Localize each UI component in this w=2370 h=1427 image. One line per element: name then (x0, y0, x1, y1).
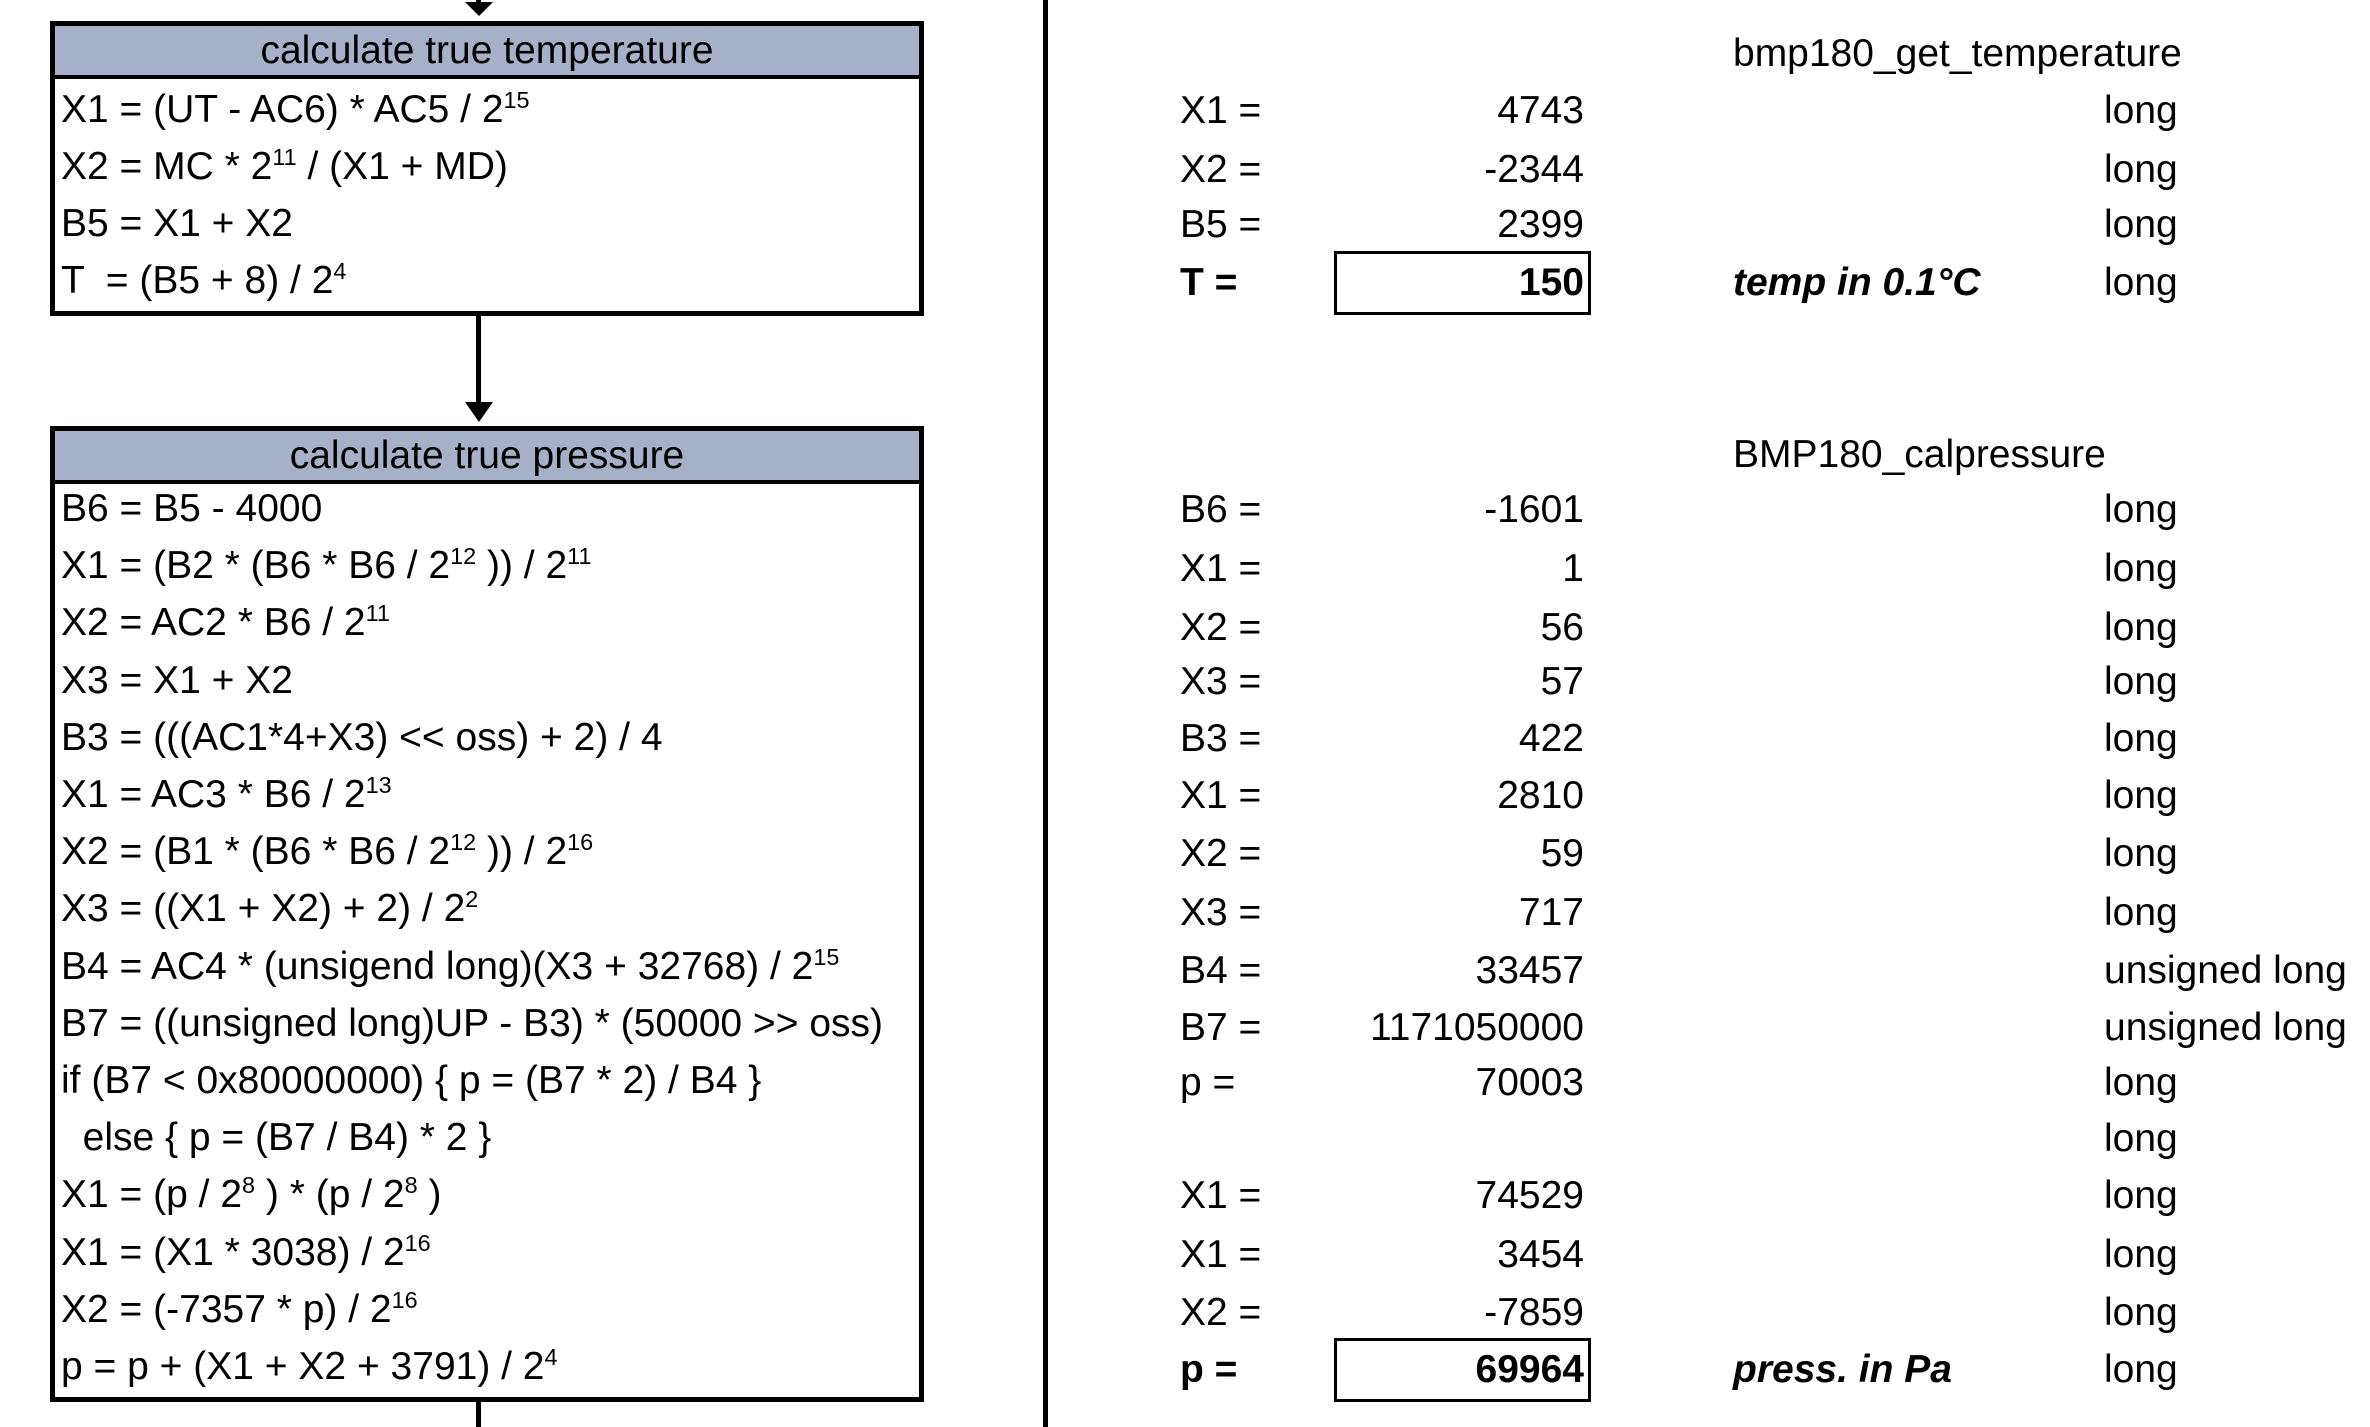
formula-line: X1 = (B2 * (B6 * B6 / 212 )) / 211 (61, 543, 592, 588)
value-type: long (2104, 89, 2178, 132)
value-label: B6 = (1180, 488, 1262, 531)
value-label: B5 = (1180, 203, 1262, 246)
bottom-connector-line (476, 1402, 481, 1427)
value-type: long (2104, 261, 2178, 304)
value-label: B4 = (1180, 949, 1262, 992)
value-type: long (2104, 1233, 2178, 1276)
value-type: unsigned long (2104, 949, 2347, 992)
value-number: 57 (1540, 660, 1584, 703)
value-number: -7859 (1484, 1291, 1584, 1334)
formula-line: T = (B5 + 8) / 24 (61, 258, 347, 302)
value-number: 717 (1518, 891, 1584, 934)
formula-line: X2 = (B1 * (B6 * B6 / 212 )) / 216 (61, 829, 594, 874)
value-number: 59 (1540, 832, 1584, 875)
value-number: -1601 (1484, 488, 1584, 531)
value-type: long (2104, 1117, 2178, 1160)
value-number: 56 (1540, 606, 1584, 649)
value-number: 33457 (1475, 949, 1584, 992)
value-label: X1 = (1180, 547, 1262, 590)
value-number: 69964 (1475, 1348, 1584, 1391)
formula-line: B4 = AC4 * (unsigend long)(X3 + 32768) /… (61, 943, 840, 988)
formula-line: B7 = ((unsigned long)UP - B3) * (50000 >… (61, 1001, 883, 1045)
value-number: 1 (1562, 547, 1584, 590)
formula-line: X1 = (p / 28 ) * (p / 28 ) (61, 1172, 442, 1217)
value-label: B7 = (1180, 1006, 1262, 1049)
result-box (1334, 1338, 1591, 1402)
value-label: B3 = (1180, 717, 1262, 760)
value-number: 74529 (1475, 1174, 1584, 1217)
value-type: long (2104, 832, 2178, 875)
formula-line: B3 = (((AC1*4+X3) << oss) + 2) / 4 (61, 715, 663, 759)
value-number: 150 (1518, 261, 1584, 304)
connector-arrowhead (465, 402, 493, 422)
value-type: unsigned long (2104, 1006, 2347, 1049)
value-type: long (2104, 774, 2178, 817)
top-arrowhead (465, 2, 493, 16)
temperature-block-title: calculate true temperature (55, 26, 919, 79)
value-type: long (2104, 488, 2178, 531)
temperature-function-name: bmp180_get_temperature (1733, 32, 2182, 75)
value-type: long (2104, 547, 2178, 590)
value-type: long (2104, 606, 2178, 649)
value-label: X2 = (1180, 606, 1262, 649)
value-label: X1 = (1180, 1174, 1262, 1217)
value-label: X2 = (1180, 832, 1262, 875)
value-label: T = (1180, 261, 1238, 304)
value-type: long (2104, 203, 2178, 246)
value-label: X2 = (1180, 1291, 1262, 1334)
formula-line: else { p = (B7 / B4) * 2 } (61, 1116, 492, 1160)
value-number: 3454 (1497, 1233, 1584, 1276)
value-label: X1 = (1180, 774, 1262, 817)
formula-line: X1 = (X1 * 3038) / 216 (61, 1229, 431, 1274)
formula-line: X1 = AC3 * B6 / 213 (61, 772, 392, 816)
formula-line: X3 = ((X1 + X2) + 2) / 22 (61, 886, 479, 931)
connector-line (476, 314, 481, 404)
value-number: 2810 (1497, 774, 1584, 817)
value-number: 422 (1518, 717, 1584, 760)
formula-line: p = p + (X1 + X2 + 3791) / 24 (61, 1344, 558, 1388)
value-type: long (2104, 891, 2178, 934)
value-type: long (2104, 660, 2178, 703)
value-label: X1 = (1180, 1233, 1262, 1276)
value-number: 70003 (1475, 1061, 1584, 1104)
formula-line: X1 = (UT - AC6) * AC5 / 215 (61, 87, 530, 131)
result-box (1334, 251, 1591, 315)
value-type: long (2104, 1174, 2178, 1217)
value-note: press. in Pa (1733, 1348, 1952, 1391)
temperature-block: calculate true temperature X1 = (UT - AC… (50, 21, 924, 316)
formula-line: B5 = X1 + X2 (61, 202, 294, 245)
value-type: long (2104, 1291, 2178, 1334)
column-divider (1043, 0, 1048, 1427)
formula-line: X2 = (-7357 * p) / 216 (61, 1286, 418, 1331)
value-label: X1 = (1180, 89, 1262, 132)
pressure-block-title: calculate true pressure (55, 431, 919, 484)
value-number: 1171050000 (1369, 1006, 1584, 1049)
value-type: long (2104, 717, 2178, 760)
value-label: p = (1180, 1348, 1238, 1391)
value-type: long (2104, 148, 2178, 191)
formula-line: X3 = X1 + X2 (61, 658, 294, 702)
value-label: X3 = (1180, 891, 1262, 934)
value-number: 4743 (1497, 89, 1584, 132)
value-label: X3 = (1180, 660, 1262, 703)
value-number: -2344 (1484, 148, 1584, 191)
value-label: p = (1180, 1061, 1236, 1104)
pressure-function-name: BMP180_calpressure (1733, 433, 2106, 476)
value-type: long (2104, 1061, 2178, 1104)
formula-line: if (B7 < 0x80000000) { p = (B7 * 2) / B4… (61, 1059, 762, 1102)
value-type: long (2104, 1348, 2178, 1391)
value-number: 2399 (1497, 203, 1584, 246)
value-label: X2 = (1180, 148, 1262, 191)
formula-line: X2 = MC * 211 / (X1 + MD) (61, 144, 508, 188)
value-note: temp in 0.1°C (1733, 261, 1981, 304)
formula-line: B6 = B5 - 4000 (61, 487, 323, 530)
formula-line: X2 = AC2 * B6 / 211 (61, 600, 390, 645)
